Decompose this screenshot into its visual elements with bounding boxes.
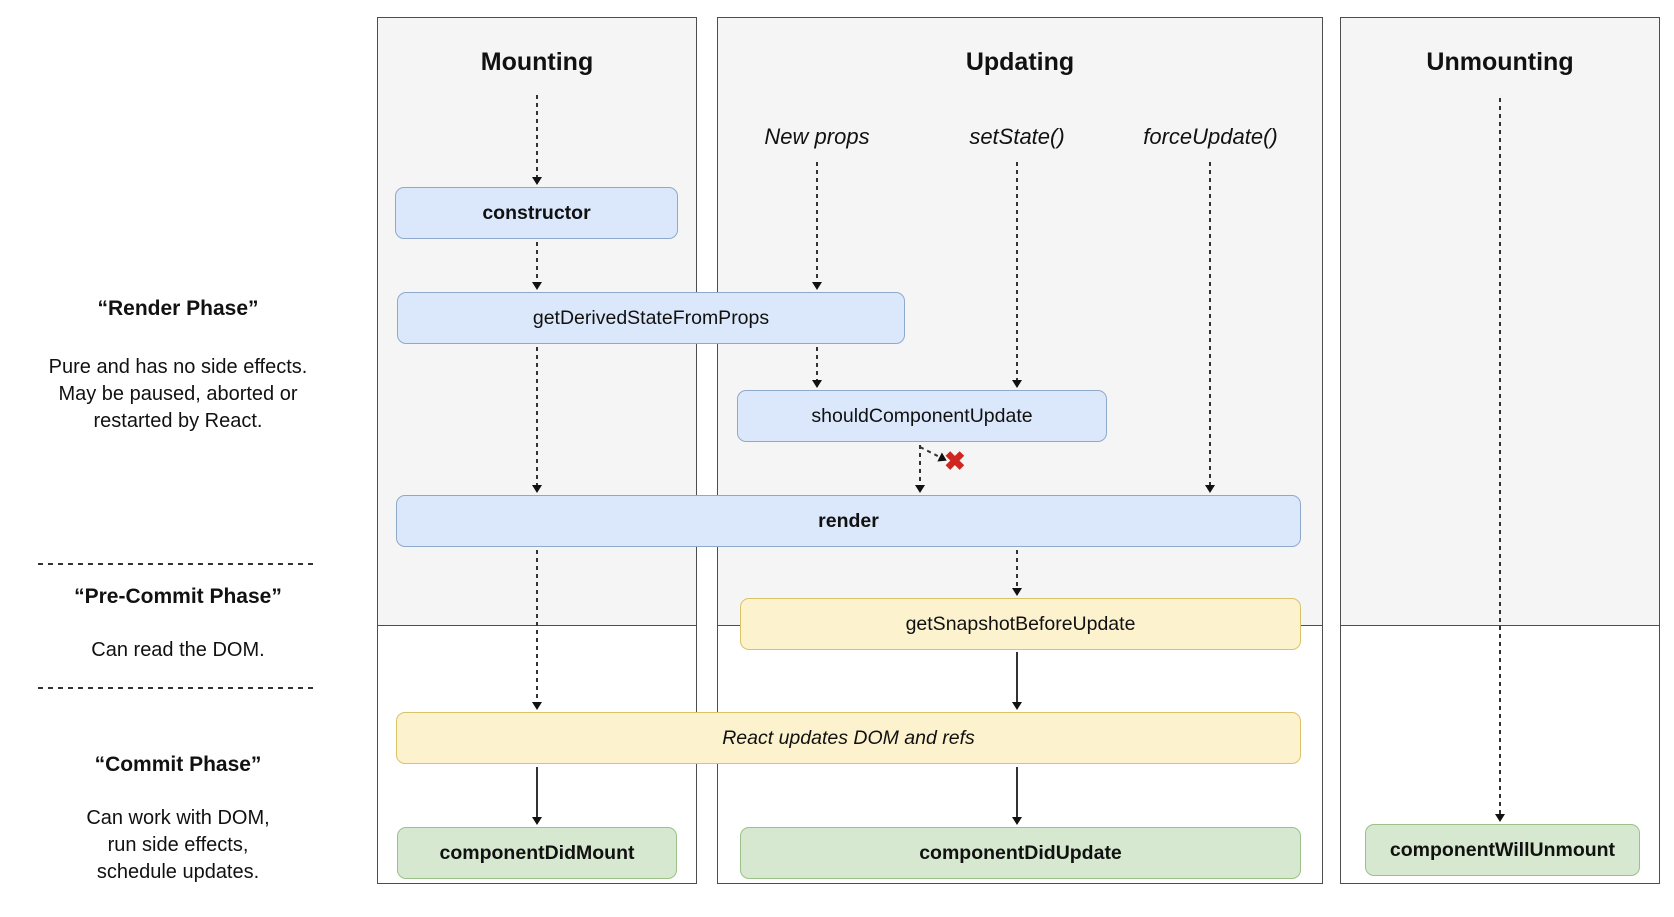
component-will-unmount-box[interactable]: componentWillUnmount xyxy=(1365,824,1640,876)
mounting-column-title: Mounting xyxy=(480,48,594,76)
render-phase-description-line: restarted by React. xyxy=(93,410,263,432)
commit-phase-description: Can work with DOM, run side effects, sch… xyxy=(28,805,328,886)
updating-column-title: Updating xyxy=(965,48,1075,76)
new-props-label: New props xyxy=(764,124,870,149)
pre-commit-phase-description: Can read the DOM. xyxy=(91,639,265,661)
arrow-react-updates-to-cdm xyxy=(532,767,542,825)
arrow-gdsfp-to-render xyxy=(532,347,542,493)
arrow-new-props-to-gdsfp xyxy=(812,162,822,290)
component-did-update-box[interactable]: componentDidUpdate xyxy=(740,827,1301,879)
commit-phase-title: “Commit Phase” xyxy=(94,753,262,776)
arrow-unmounting-start-to-cwu xyxy=(1495,98,1505,822)
unmounting-column-title: Unmounting xyxy=(1426,48,1574,76)
arrow-constructor-to-gdsfp xyxy=(532,242,542,290)
render-box[interactable]: render xyxy=(396,495,1301,547)
commit-phase-description-line: run side effects, xyxy=(107,834,249,856)
forceupdate-label: forceUpdate() xyxy=(1143,124,1278,149)
phase-divider xyxy=(38,563,318,565)
arrow-gsbu-to-react-updates xyxy=(1012,652,1022,710)
arrow-gdsfp-to-scu xyxy=(812,347,822,388)
arrow-scu-to-render xyxy=(915,445,925,493)
render-phase-title: “Render Phase” xyxy=(97,297,259,320)
arrow-render-to-react-updates xyxy=(532,550,542,710)
react-updates-dom-box: React updates DOM and refs xyxy=(396,712,1301,764)
arrow-mounting-start-to-constructor xyxy=(532,95,542,185)
render-phase-description-line: May be paused, aborted or xyxy=(58,383,298,405)
arrow-setstate-to-scu xyxy=(1012,162,1022,388)
constructor-box[interactable]: constructor xyxy=(395,187,678,239)
arrow-render-to-gsbu xyxy=(1012,550,1022,596)
render-phase-description-line: Pure and has no side effects. xyxy=(48,356,308,378)
commit-phase-description-line: Can work with DOM, xyxy=(86,807,270,829)
get-derived-state-from-props-box[interactable]: getDerivedStateFromProps xyxy=(397,292,905,344)
commit-phase-description-line: schedule updates. xyxy=(96,861,260,883)
arrow-forceupdate-to-render xyxy=(1205,162,1215,493)
should-component-update-box[interactable]: shouldComponentUpdate xyxy=(737,390,1107,442)
component-did-mount-box[interactable]: componentDidMount xyxy=(397,827,677,879)
get-snapshot-before-update-box[interactable]: getSnapshotBeforeUpdate xyxy=(740,598,1301,650)
setstate-label: setState() xyxy=(969,124,1065,149)
pre-commit-phase-title: “Pre-Commit Phase” xyxy=(74,585,282,608)
reject-x-icon: ✖ xyxy=(944,446,966,476)
render-phase-description: Pure and has no side effects. May be pau… xyxy=(28,354,328,435)
arrow-react-updates-to-cdu xyxy=(1012,767,1022,825)
phase-divider xyxy=(38,687,318,689)
